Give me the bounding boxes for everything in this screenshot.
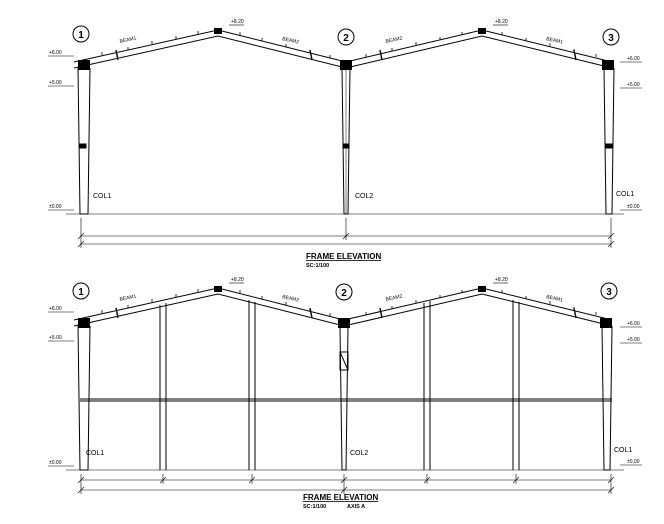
ridge-level-text: +8.20 <box>231 277 244 283</box>
haunches <box>78 28 614 70</box>
haunches <box>78 286 612 328</box>
ridge-level-marker: +8.20 <box>493 19 508 26</box>
ridge-level-marker: +8.20 <box>229 277 244 284</box>
level-text: +6.00 <box>49 50 62 56</box>
beam-label: BEAM2 <box>282 294 300 303</box>
frame-title: FRAME ELEVATION <box>306 252 381 261</box>
level-text: ±0.00 <box>49 460 62 466</box>
level-text: ±0.00 <box>627 204 640 210</box>
grid-label-1: 1 <box>78 30 84 41</box>
level-text: +5.00 <box>627 337 640 343</box>
frame-axis: AXIS A <box>347 504 365 510</box>
beam-label: BEAM2 <box>282 36 300 45</box>
grid-bubble-3: 3 <box>600 282 618 300</box>
grid-label-1: 1 <box>78 287 84 298</box>
beam-label: BEAM1 <box>546 36 564 45</box>
ridge-level-text: +8.20 <box>495 277 508 283</box>
grid-bubble-3: 3 <box>602 28 620 46</box>
frame-elevation-bottom: 1 2 3 <box>48 277 642 510</box>
ridge-level-text: +8.20 <box>495 19 508 25</box>
column-label: COL1 <box>86 450 104 457</box>
level-text: +6.00 <box>627 56 640 62</box>
level-text: +5.00 <box>627 82 640 88</box>
left-level-markers: +6.00 +5.00 ±0.00 <box>48 306 74 467</box>
columns <box>77 67 615 215</box>
frame-scale: SC:1/100 <box>303 504 326 510</box>
left-level-markers: +6.00 +5.00 ±0.00 <box>48 50 74 211</box>
column-label: COL1 <box>614 447 632 454</box>
dimension-lines <box>77 218 615 248</box>
grid-bubble-1: 1 <box>72 282 90 300</box>
column-label: COL2 <box>355 193 373 200</box>
frame-elevation-top: 1 2 3 <box>48 19 642 269</box>
frame-title: FRAME ELEVATION <box>303 493 378 502</box>
beam-label: BEAM2 <box>385 36 403 45</box>
grid-label-2: 2 <box>341 288 347 299</box>
grid-bubble-2: 2 <box>335 283 353 301</box>
grid-bubble-2: 2 <box>337 28 355 46</box>
level-text: ±0.00 <box>49 204 62 210</box>
column-label: COL1 <box>616 191 634 198</box>
beam-label: BEAM1 <box>546 294 564 303</box>
frame-scale: SC:1/100 <box>306 263 329 269</box>
level-text: +5.00 <box>49 335 62 341</box>
grid-label-2: 2 <box>343 33 349 44</box>
grid-label-3: 3 <box>608 33 614 44</box>
level-text: +6.00 <box>627 321 640 327</box>
level-text: +5.00 <box>49 80 62 86</box>
ridge-level-marker: +8.20 <box>493 277 508 284</box>
grid-label-3: 3 <box>606 287 612 298</box>
ridge-level-marker: +8.20 <box>229 19 244 26</box>
columns <box>77 325 613 471</box>
beam-label: BEAM2 <box>385 294 403 303</box>
level-text: +6.00 <box>49 306 62 312</box>
grid-bubble-1: 1 <box>72 25 90 43</box>
level-text: ±0.00 <box>627 459 640 465</box>
horizontal-girt <box>80 398 612 402</box>
right-level-markers: +6.00 +5.00 ±0.00 <box>620 56 642 211</box>
beam-label: BEAM1 <box>119 36 137 45</box>
column-label: COL1 <box>93 193 111 200</box>
right-level-markers: +6.00 +5.00 ±0.00 <box>620 321 642 466</box>
intermediate-posts <box>159 300 520 470</box>
column-label: COL2 <box>350 450 368 457</box>
dimension-lines <box>77 474 615 494</box>
beam-label: BEAM1 <box>119 294 137 303</box>
ridge-level-text: +8.20 <box>231 19 244 25</box>
